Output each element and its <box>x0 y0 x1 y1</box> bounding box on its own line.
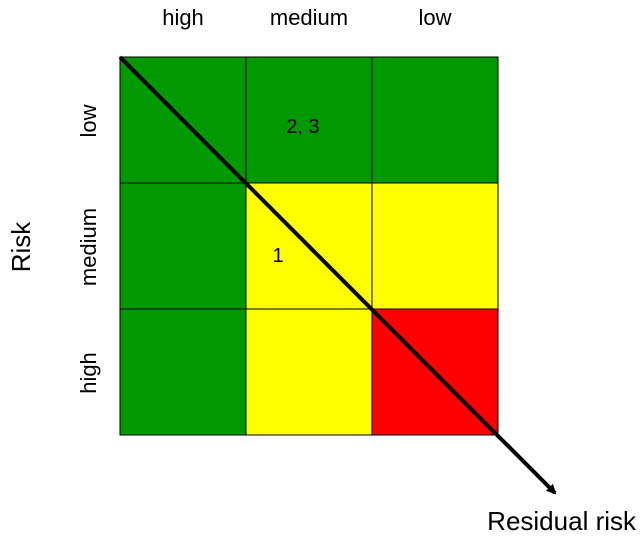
col-label-low: low <box>418 5 451 30</box>
x-axis-title: Residual risk <box>487 506 637 536</box>
row-label-medium: medium <box>76 208 101 286</box>
cell-risk-low-residual-medium <box>245 56 373 184</box>
col-label-medium: medium <box>270 5 348 30</box>
y-axis-title: Risk <box>6 221 36 273</box>
cell-risk-low-residual-low <box>371 56 499 184</box>
cell-risk-medium-residual-high <box>119 182 247 310</box>
row-label-high: high <box>76 352 101 394</box>
row-label-low: low <box>76 104 101 137</box>
cell-annotation-1: 1 <box>272 245 283 267</box>
cell-risk-medium-residual-low <box>371 182 499 310</box>
residual-risk-arrow <box>118 55 557 495</box>
cell-risk-high-residual-high <box>119 308 247 436</box>
col-label-high: high <box>162 5 204 30</box>
cell-risk-high-residual-medium <box>245 308 373 436</box>
cell-annotation-2-3: 2, 3 <box>286 116 319 138</box>
